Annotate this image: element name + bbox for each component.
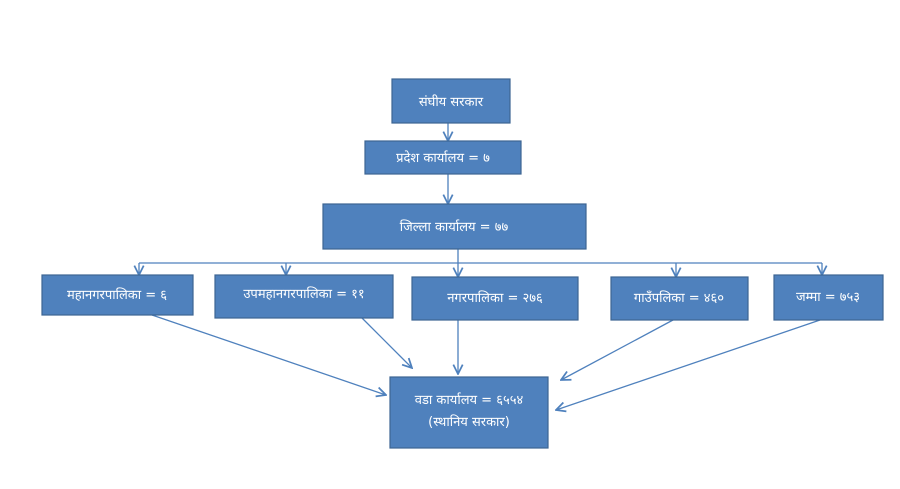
connectors [139,123,822,410]
node-total: जम्मा = ७५३ [773,274,884,321]
node-sub-metropolitan-label: उपमहानगरपालिका = ११ [243,286,364,302]
node-ward-office-label: वडा कार्यालय = ६५५४ [415,392,524,408]
node-province-label: प्रदेश कार्यालय = ७ [396,150,490,166]
node-ward-office-sublabel: (स्थानिय सरकार) [428,414,510,430]
arrow-metropolitan-to-ward [151,314,386,395]
node-federal: संघीय सरकार [391,78,511,124]
node-metropolitan: महानगरपालिका = ६ [41,274,194,316]
node-total-label: जम्मा = ७५३ [796,290,860,305]
arrow-rural-municipality-to-ward [561,319,674,380]
node-sub-metropolitan: उपमहानगरपालिका = ११ [214,274,394,319]
arrow-sub-metropolitan-to-ward [361,317,412,368]
node-rural-municipality: गाउँपलिका = ४६० [610,276,749,321]
node-municipality-label: नगरपालिका = २७६ [447,290,543,306]
node-province: प्रदेश कार्यालय = ७ [364,140,522,175]
arrow-total-to-ward [556,319,821,410]
node-district: जिल्ला कार्यालय = ७७ [322,203,587,250]
node-municipality: नगरपालिका = २७६ [411,276,579,321]
node-federal-label: संघीय सरकार [419,94,484,110]
node-ward-office: वडा कार्यालय = ६५५४ (स्थानिय सरकार) [389,376,549,449]
node-metropolitan-label: महानगरपालिका = ६ [67,287,167,303]
node-rural-municipality-label: गाउँपलिका = ४६० [634,290,724,306]
node-district-label: जिल्ला कार्यालय = ७७ [400,219,509,235]
